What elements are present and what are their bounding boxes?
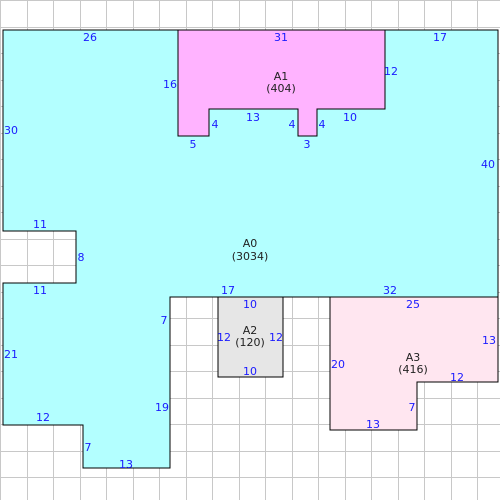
edge-label: 20: [331, 358, 345, 371]
edge-label: 10: [243, 298, 257, 311]
edge-label: 11: [33, 218, 47, 231]
area-a1-label: A1: [274, 70, 289, 83]
edge-label: 12: [36, 411, 50, 424]
area-a3-label-group: A3 (416): [398, 351, 428, 376]
edge-label: 31: [274, 31, 288, 44]
edge-label: 32: [383, 284, 397, 297]
edge-label: 7: [409, 401, 416, 414]
edge-label: 7: [161, 314, 168, 327]
edge-label: 25: [406, 298, 420, 311]
edge-label: 13: [119, 458, 133, 471]
edge-label: 30: [4, 124, 18, 137]
edge-label: 8: [78, 251, 85, 264]
area-a2-label: A2: [243, 324, 258, 337]
edge-label: 10: [343, 111, 357, 124]
edge-label: 12: [269, 331, 283, 344]
area-a1-value: (404): [266, 82, 296, 95]
edge-label: 12: [384, 65, 398, 78]
area-a0-label-group: A0 (3034): [232, 237, 269, 263]
edge-label: 17: [433, 31, 447, 44]
edge-label: 3: [304, 138, 311, 151]
edge-label: 4: [212, 118, 219, 131]
edge-label: 19: [155, 401, 169, 414]
area-a3-value: (416): [398, 363, 428, 376]
area-a0-value: (3034): [232, 250, 269, 263]
area-a2-shape: [217, 296, 284, 378]
area-a2-value: (120): [235, 336, 265, 349]
edge-label: 13: [482, 334, 496, 347]
edge-label: 13: [366, 418, 380, 431]
edge-label: 26: [83, 31, 97, 44]
area-a2-label-group: A2 (120): [235, 324, 265, 349]
area-a3-label: A3: [406, 351, 421, 364]
edge-label: 7: [85, 441, 92, 454]
edge-label: 11: [33, 284, 47, 297]
edge-label: 10: [243, 365, 257, 378]
edge-label: 12: [217, 331, 231, 344]
area-a3-shape: [329, 296, 499, 431]
edge-label: 4: [289, 118, 296, 131]
edge-label: 16: [163, 78, 177, 91]
area-a0-shape: [2, 29, 499, 469]
edge-label: 5: [190, 138, 197, 151]
edge-label: 17: [221, 284, 235, 297]
edge-label: 4: [319, 118, 326, 131]
edge-label: 21: [4, 348, 18, 361]
area-a1-label-group: A1 (404): [266, 70, 296, 95]
edge-label: 40: [481, 158, 495, 171]
area-a1-shape: [177, 29, 386, 137]
edge-labels: 26 31 17 16 12 30 4 13 4 4 10 5 3 40 11 …: [4, 31, 496, 471]
area-a0-label: A0: [243, 237, 258, 250]
edge-label: 13: [246, 111, 260, 124]
edge-label: 12: [450, 371, 464, 384]
